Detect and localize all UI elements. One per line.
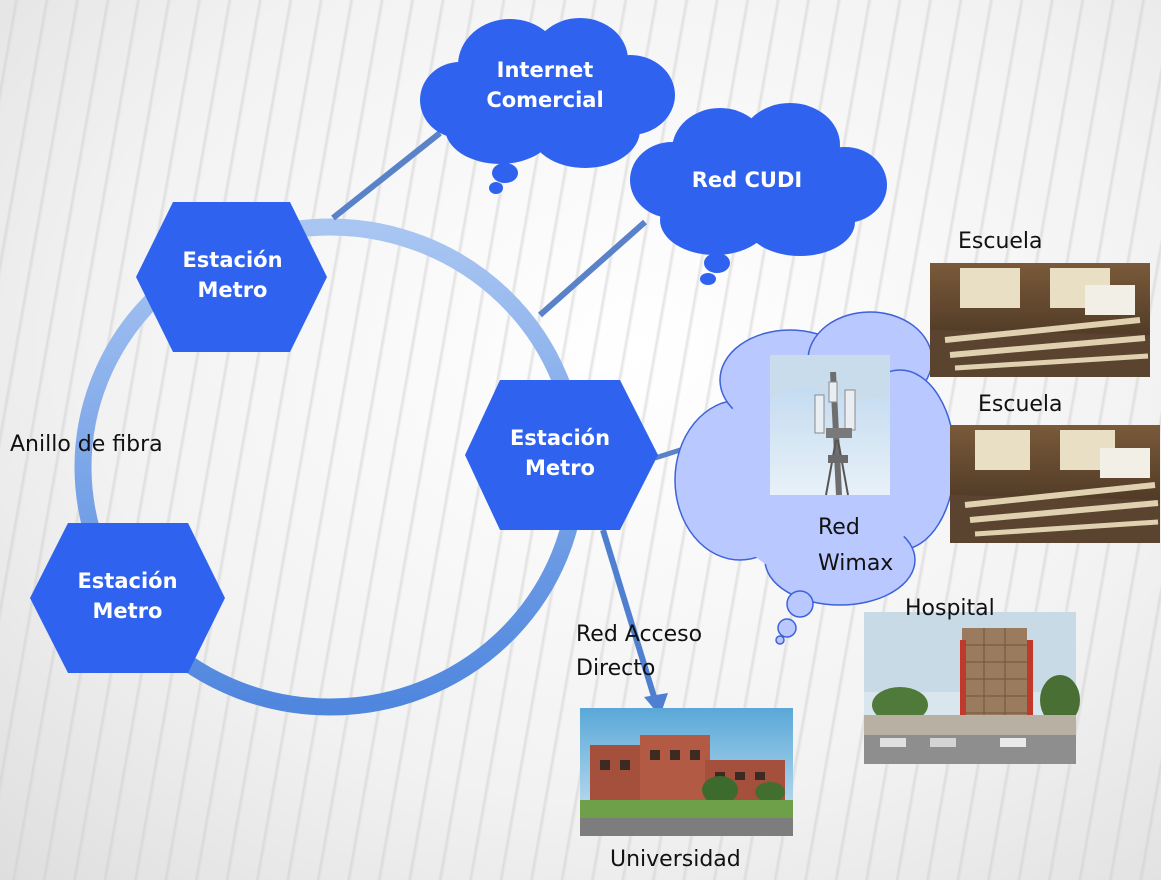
cloud-internet-line1: Internet [496, 58, 594, 82]
station-hex-3 [30, 523, 225, 673]
station-label-1-line1: Estación [182, 248, 283, 272]
wimax-label: Red Wimax [818, 510, 893, 582]
station-label-1-line2: Metro [197, 278, 268, 302]
station-label-1: Estación Metro [165, 245, 300, 305]
cloud-internet-label: Internet Comercial [470, 55, 620, 115]
link-station-internet [331, 130, 442, 221]
station-label-3: Estación Metro [60, 566, 195, 626]
cloud-cudi-label: Red CUDI [672, 165, 822, 195]
hospital-photo [864, 612, 1080, 764]
station-label-3-line2: Metro [92, 599, 163, 623]
access-label: Red Acceso Directo [576, 618, 702, 686]
cloud-cudi-line1: Red CUDI [691, 168, 803, 192]
hospital-label: Hospital [905, 596, 995, 621]
station-hex-2 [465, 380, 658, 530]
university-label: Universidad [610, 847, 741, 872]
station-label-2-line2: Metro [525, 456, 595, 480]
cloud-internet [420, 18, 675, 194]
school-photo-1 [930, 263, 1150, 377]
access-label-line1: Red Acceso [576, 622, 703, 647]
station-label-2: Estación Metro [495, 423, 625, 483]
school-photo-2 [950, 425, 1160, 543]
school-1-label: Escuela [958, 229, 1043, 254]
station-label-3-line1: Estación [77, 569, 178, 593]
station-hex-1 [136, 202, 327, 352]
station-label-2-line1: Estación [509, 426, 611, 450]
link-station-cudi [538, 219, 647, 318]
university-photo [580, 708, 793, 836]
school-2-label: Escuela [978, 392, 1063, 417]
link-station-university [600, 529, 658, 701]
wimax-label-line2: Wimax [818, 551, 894, 576]
wimax-label-line1: Red [818, 515, 860, 540]
cloud-cudi [630, 103, 887, 285]
access-label-line2: Directo [576, 656, 656, 681]
cell-tower-photo [770, 355, 890, 496]
ring-label: Anillo de fibra [10, 432, 163, 457]
cloud-internet-line2: Comercial [486, 88, 604, 112]
